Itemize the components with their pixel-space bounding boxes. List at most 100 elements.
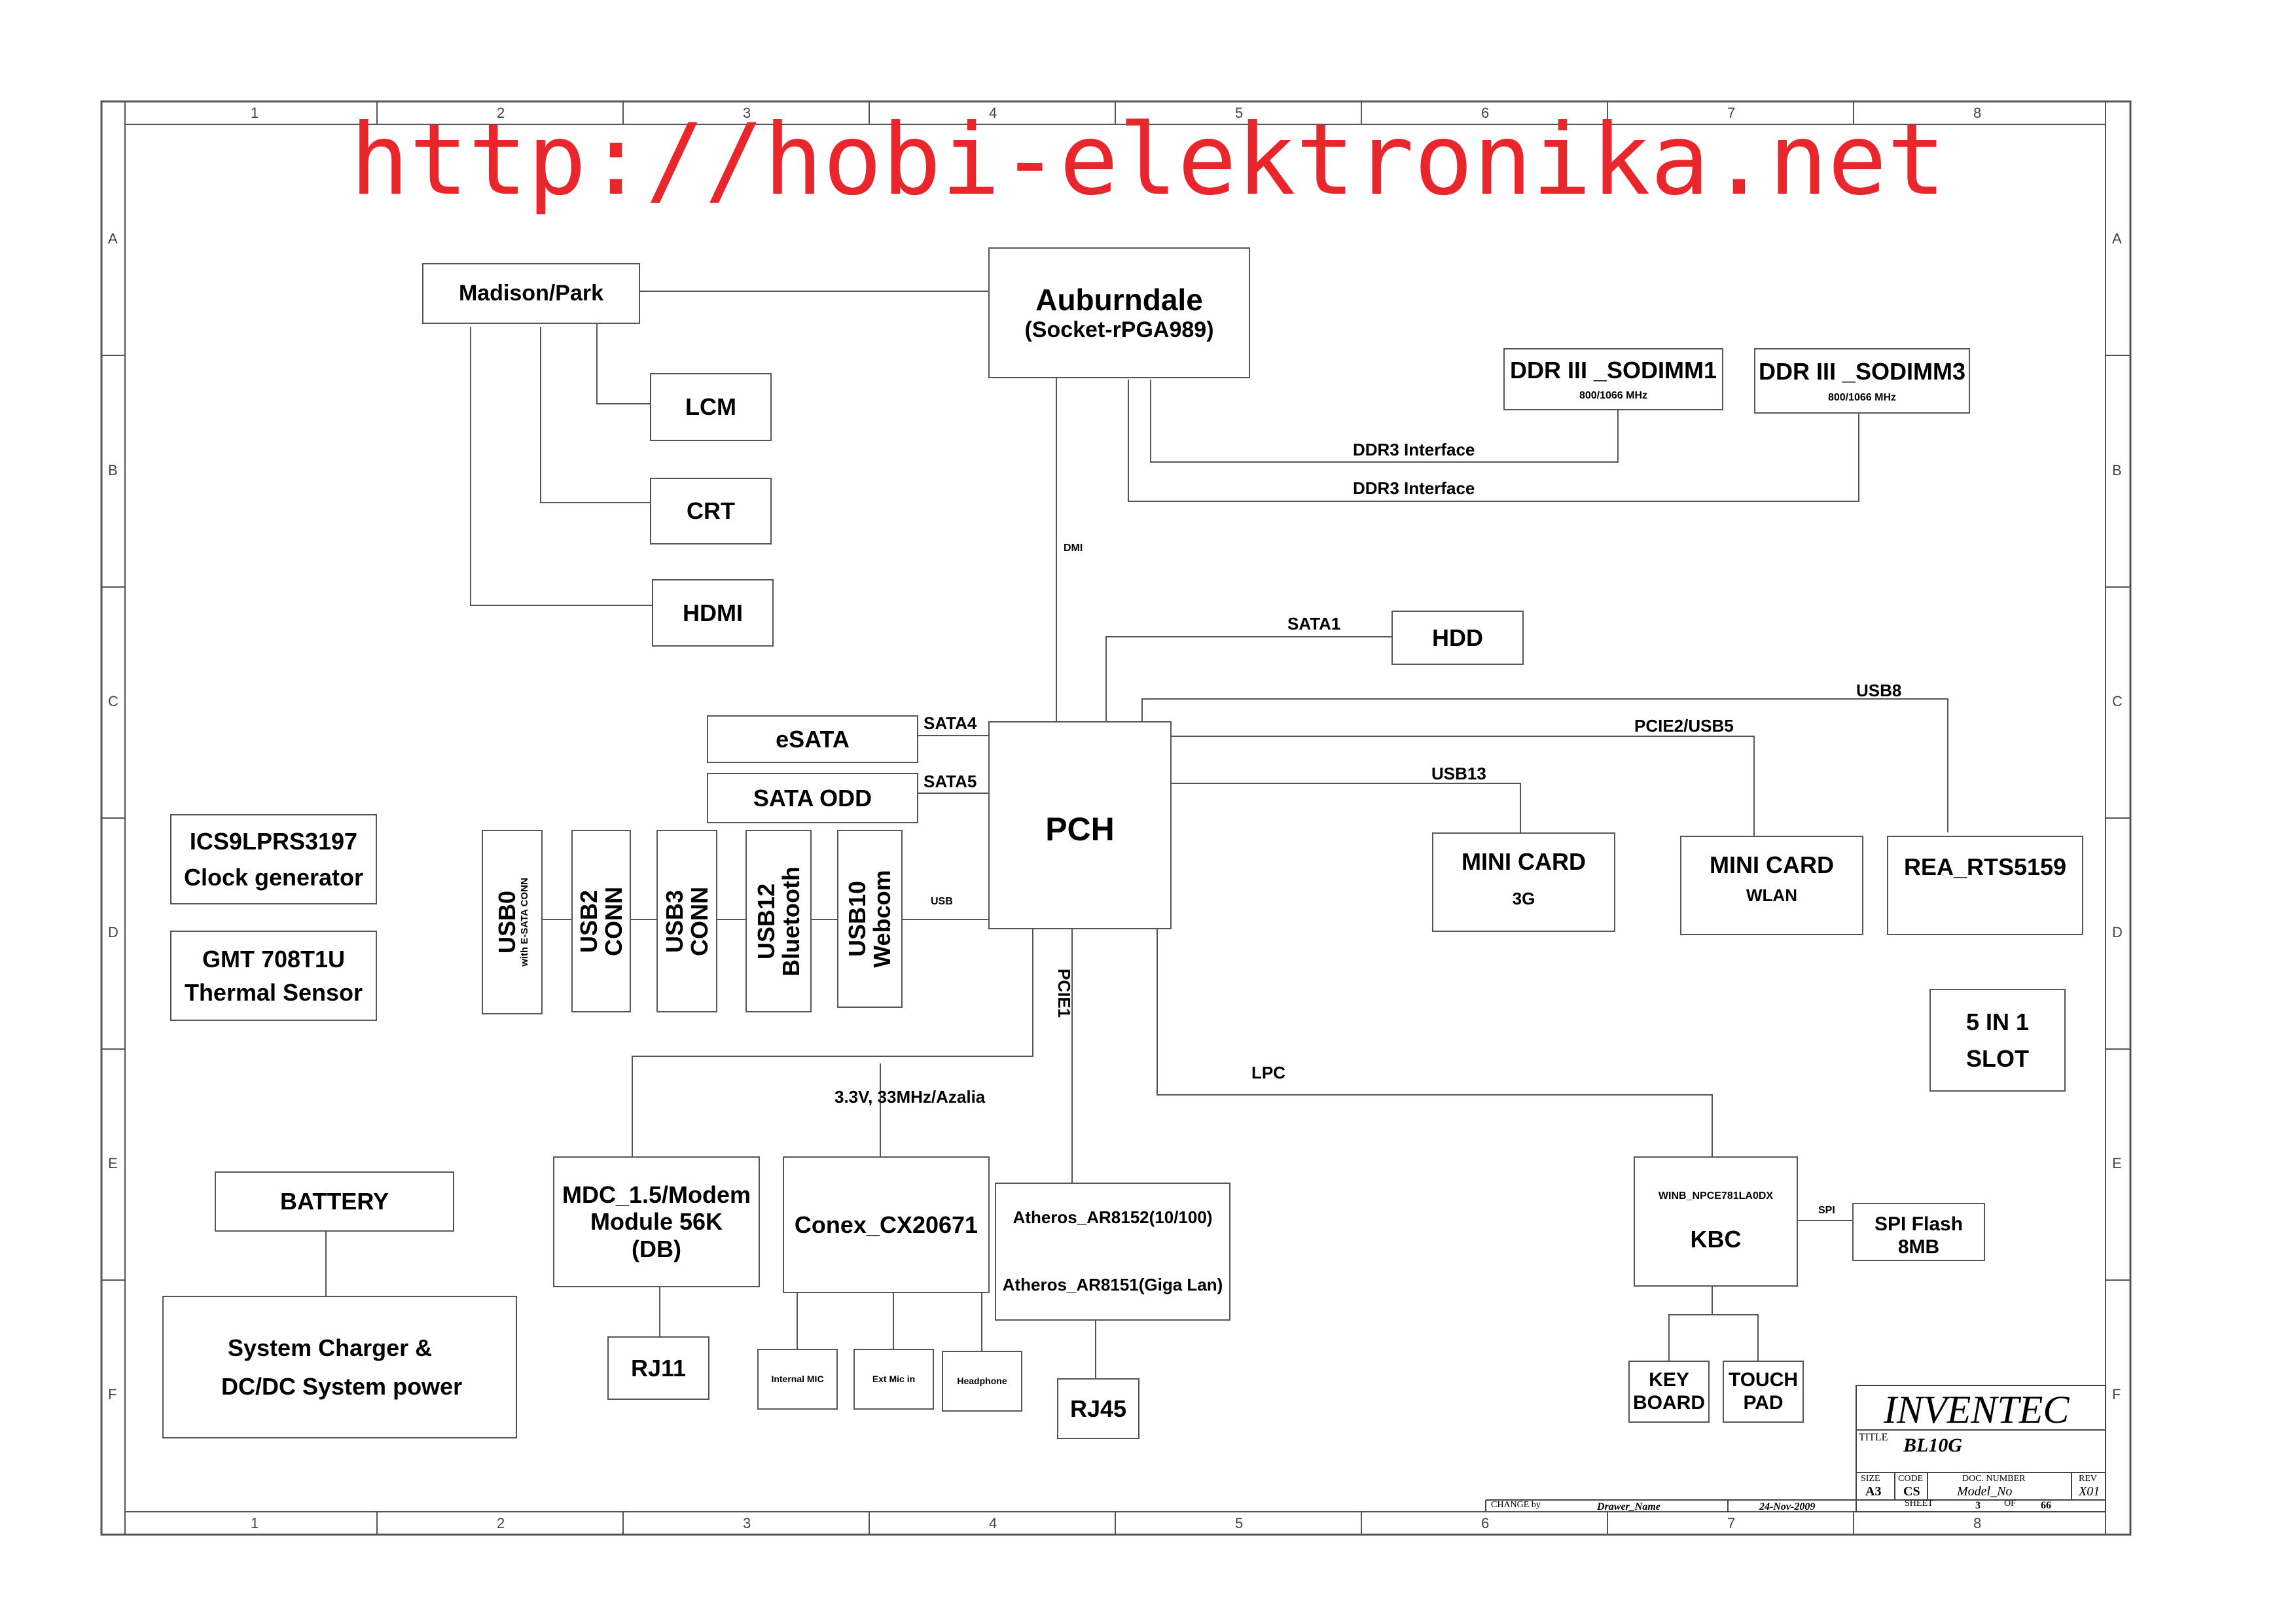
clock-desc: Clock generator [183, 864, 364, 891]
pch-block: PCH [988, 721, 1172, 929]
clock-chip: ICS9LPRS3197 [189, 827, 358, 855]
grid-row-e-right: E [2112, 1155, 2122, 1171]
title-block-date: 24-Nov-2009 [1759, 1501, 1816, 1512]
ddr-sodimm3-speed: 800/1066 MHz [1827, 391, 1897, 403]
bus-sata1: SATA1 [1287, 614, 1341, 633]
title-block-sheet: 3 [1975, 1500, 1981, 1511]
grid-col-7-bottom: 7 [1727, 1515, 1736, 1531]
mdc-modem-block: MDC_1.5/Modem Module 56K (DB) [553, 1156, 760, 1287]
esata-block: eSATA [707, 715, 918, 763]
rj11-block: RJ11 [607, 1336, 709, 1400]
usb10-sub: Webcom [869, 870, 895, 968]
ddr-sodimm1-block: DDR III _SODIMM1 800/1066 MHz [1503, 348, 1723, 410]
bus-sata5: SATA5 [924, 772, 977, 791]
grid-row-c-left: C [108, 693, 118, 709]
thermal-chip: GMT 708T1U [202, 945, 346, 972]
usb12-sub: Bluetooth [777, 866, 804, 976]
grid-col-2-bottom: 2 [497, 1515, 505, 1531]
watermark-url: http://hobi-elektronika.net [350, 103, 1946, 217]
grid-col-8-top: 8 [1973, 105, 1982, 121]
thermal-desc: Thermal Sensor [184, 979, 363, 1006]
usb3-label: USB3 [660, 889, 688, 953]
bus-lpc: LPC [1251, 1063, 1285, 1082]
grid-row-e-left: E [108, 1155, 118, 1171]
grid-col-6-bottom: 6 [1481, 1515, 1490, 1531]
grid-row-a-right: A [2112, 230, 2122, 247]
card-slot-line2: SLOT [1966, 1044, 2029, 1072]
title-block-code: CS [1903, 1484, 1920, 1499]
usb2-sub: CONN [600, 886, 627, 956]
title-block-size: A3 [1865, 1484, 1882, 1499]
kbc-block: WINB_NPCE781LA0DX KBC [1634, 1156, 1798, 1287]
minicard-wlan-name: MINI CARD [1710, 851, 1834, 878]
charger-line1: System Charger & [228, 1334, 433, 1361]
usb3-block: USB3 CONN [656, 830, 717, 1012]
minicard-3g-sub: 3G [1512, 889, 1535, 909]
bus-sata4: SATA4 [924, 713, 977, 733]
cpu-block: Auburndale (Socket-rPGA989) [988, 247, 1250, 378]
touchpad-line2: PAD [1743, 1391, 1784, 1414]
mdc-line1: MDC_1.5/Modem [562, 1181, 751, 1208]
grid-col-5-top: 5 [1235, 105, 1244, 121]
grid-row-b-left: B [108, 462, 118, 478]
grid-col-4-top: 4 [989, 105, 997, 121]
mdc-line2: Module 56K [590, 1208, 723, 1236]
minicard-wlan-sub: WLAN [1746, 885, 1797, 906]
usb12-label: USB12 [752, 883, 780, 959]
title-block-of-label: OF [2004, 1499, 2016, 1508]
title-block-drawer: Drawer_Name [1597, 1501, 1660, 1512]
kbc-name: KBC [1690, 1226, 1742, 1253]
bus-ddr3-interface-2: DDR3 Interface [1353, 478, 1475, 498]
title-block-title-label: TITLE [1859, 1432, 1888, 1443]
kbc-chip: WINB_NPCE781LA0DX [1658, 1190, 1774, 1202]
lan-line1: Atheros_AR8152(10/100) [1013, 1207, 1213, 1227]
system-charger-block: System Charger & DC/DC System power [162, 1296, 517, 1438]
usb12-block: USB12 Bluetooth [745, 830, 812, 1012]
title-block-doc-label: DOC. NUMBER [1962, 1474, 2026, 1484]
minicard-wlan-block: MINI CARD WLAN [1680, 836, 1863, 935]
grid-col-4-bottom: 4 [989, 1515, 997, 1531]
title-block-size-label: SIZE [1861, 1474, 1880, 1484]
grid-row-f-left: F [108, 1386, 117, 1402]
usb10-block: USB10 Webcom [837, 830, 903, 1008]
title-block-change-label: CHANGE by [1491, 1500, 1541, 1510]
bus-pcie1: PCIE1 [1054, 969, 1074, 1018]
title-block-total: 66 [2041, 1500, 2051, 1511]
internal-mic-jack: Internal MIC [757, 1349, 838, 1410]
clock-generator-block: ICS9LPRS3197 Clock generator [170, 814, 377, 904]
keyboard-block: KEY BOARD [1628, 1361, 1710, 1423]
grid-row-d-right: D [2112, 924, 2123, 940]
bus-usb8: USB8 [1856, 681, 1902, 700]
crt-block: CRT [650, 478, 772, 544]
grid-row-f-right: F [2112, 1386, 2121, 1402]
card-slot-block: 5 IN 1 SLOT [1929, 989, 2066, 1092]
bus-usb13: USB13 [1431, 764, 1486, 783]
minicard-3g-name: MINI CARD [1462, 848, 1586, 875]
headphone-jack: Headphone [942, 1351, 1022, 1412]
grid-row-c-right: C [2112, 693, 2123, 709]
spi-flash-block: SPI Flash 8MB [1852, 1203, 1985, 1261]
ddr-sodimm1-speed: 800/1066 MHz [1579, 390, 1648, 401]
touchpad-line1: TOUCH [1728, 1369, 1799, 1391]
rj45-block: RJ45 [1057, 1378, 1139, 1439]
grid-col-2-top: 2 [497, 105, 505, 121]
usb10-label: USB10 [844, 880, 871, 957]
cpu-name: Auburndale [1035, 283, 1203, 317]
usb2-block: USB2 CONN [571, 830, 631, 1012]
minicard-3g-block: MINI CARD 3G [1432, 832, 1615, 932]
cpu-socket: (Socket-rPGA989) [1024, 317, 1214, 342]
usb2-label: USB2 [575, 889, 602, 953]
keyboard-line2: BOARD [1633, 1391, 1705, 1414]
usb3-sub: CONN [685, 886, 713, 956]
keyboard-line1: KEY [1649, 1369, 1689, 1391]
grid-col-5-bottom: 5 [1235, 1515, 1244, 1531]
grid-col-7-top: 7 [1727, 105, 1736, 121]
grid-row-a-left: A [108, 230, 118, 247]
battery-block: BATTERY [215, 1171, 454, 1232]
ddr-sodimm3-name: DDR III _SODIMM3 [1758, 358, 1966, 385]
usb0-block: USB0 with E-SATA CONN [482, 830, 543, 1014]
title-block-doc: Model_No [1957, 1484, 2013, 1499]
charger-line2: DC/DC System power [221, 1373, 463, 1400]
grid-col-1-top: 1 [251, 105, 259, 121]
